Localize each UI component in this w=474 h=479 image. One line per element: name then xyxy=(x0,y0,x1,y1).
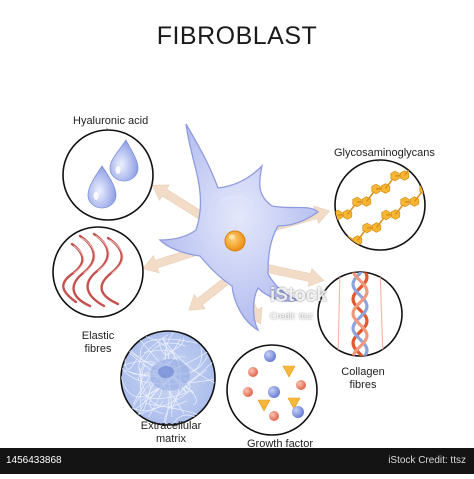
label-elastic-fibres-line1: Elastic xyxy=(81,330,115,342)
extracellular-matrix-circle xyxy=(120,330,216,426)
arrow-to-collagen-fibres xyxy=(263,263,325,287)
collagen-fibres-circle xyxy=(317,271,403,357)
hyaluronic-acid-circle xyxy=(62,129,154,221)
footer-bar: 1456433868 iStock Credit: ttsz xyxy=(0,448,474,474)
label-extracellular-matrix: Extracellular matrix xyxy=(126,420,216,446)
footer-credit: iStock Credit: ttsz xyxy=(388,455,466,466)
footer-credit-text: Credit: ttsz xyxy=(418,455,466,466)
cell-process-highlight xyxy=(220,195,254,204)
watermark-credit: Credit: ttsz xyxy=(270,311,314,321)
label-glycosaminoglycans: Glycosaminoglycans xyxy=(334,147,435,159)
label-elastic-fibres: Elastic fibres xyxy=(78,330,118,356)
label-collagen-fibres-line1: Collagen xyxy=(341,366,385,378)
glycosaminoglycans-circle xyxy=(334,159,426,251)
page-title: FIBROBLAST xyxy=(156,22,318,50)
watermark-brand: iStock xyxy=(270,285,328,306)
growth-factor-circle xyxy=(226,344,318,436)
nucleus xyxy=(224,230,246,252)
label-elastic-fibres-line2: fibres xyxy=(84,343,112,355)
label-hyaluronic-acid: Hyaluronic acid xyxy=(73,115,149,127)
label-growth-factor: Growth factor xyxy=(247,438,314,450)
cell-body xyxy=(158,123,320,332)
footer-brand: iStock xyxy=(388,455,416,466)
label-collagen-fibres-line2: fibres xyxy=(349,379,377,391)
arrow-to-extracellular-matrix xyxy=(188,278,228,311)
elastic-fibres-circle xyxy=(52,226,144,318)
fibroblast-cell xyxy=(158,123,320,332)
label-extracellular-matrix-line1: Extracellular xyxy=(140,420,202,432)
label-collagen-fibres: Collagen fibres xyxy=(338,366,388,392)
image-id: 1456433868 xyxy=(6,455,62,466)
label-extracellular-matrix-line2: matrix xyxy=(156,433,186,445)
